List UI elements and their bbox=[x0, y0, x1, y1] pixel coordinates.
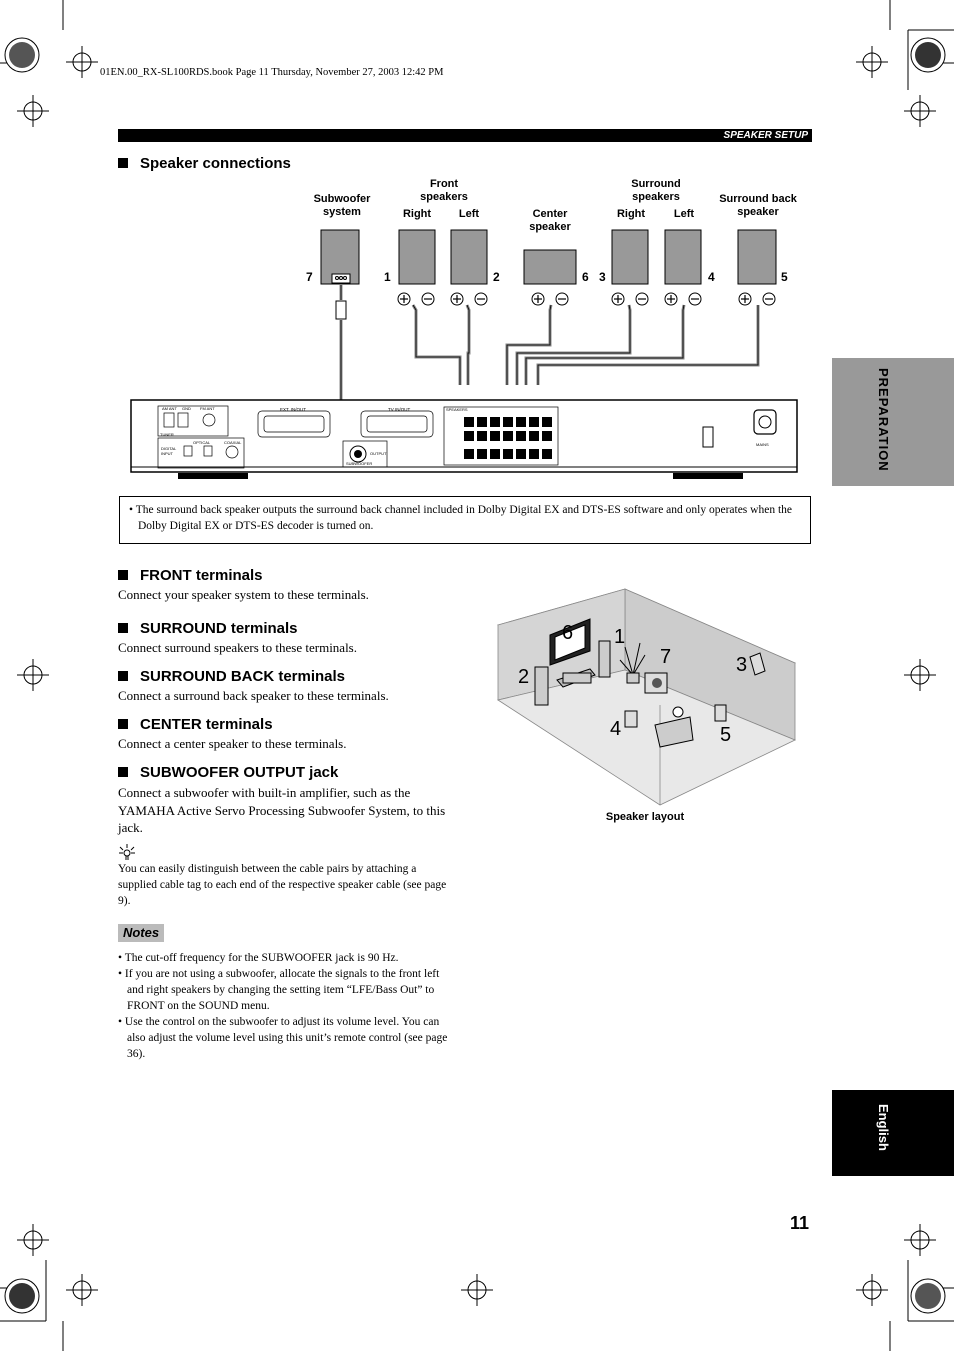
center-terminals-heading: CENTER terminals bbox=[118, 716, 273, 733]
panel-gnd: GND bbox=[182, 406, 191, 411]
label-surround-back: Surround back speaker bbox=[719, 193, 797, 218]
surround-terminals-text: Connect surround speakers to these termi… bbox=[118, 640, 357, 655]
panel-ext-in-out: EXT. IN/OUT bbox=[280, 407, 307, 412]
speaker-layout-illustration bbox=[496, 588, 797, 806]
tip-icon bbox=[119, 844, 135, 860]
speaker-connections-heading: Speaker connections bbox=[118, 155, 291, 172]
front-left-box bbox=[450, 229, 488, 285]
panel-output: OUTPUT bbox=[370, 451, 387, 456]
panel-am-ant: AM ANT bbox=[162, 406, 177, 411]
speaker-layout-caption: Speaker layout bbox=[605, 811, 685, 823]
layout-num-1: 1 bbox=[614, 626, 626, 648]
num-c: 6 bbox=[582, 270, 589, 284]
layout-num-4: 4 bbox=[610, 718, 622, 740]
surround-back-terminals-text: Connect a surround back speaker to these… bbox=[118, 688, 389, 703]
panel-tuner: TUNER bbox=[160, 432, 174, 437]
front-terminals-text: Connect your speaker system to these ter… bbox=[118, 587, 369, 602]
tip-text: You can easily distinguish between the c… bbox=[118, 863, 447, 907]
square-bullet-icon bbox=[118, 570, 128, 580]
panel-fm-ant: FM ANT bbox=[200, 406, 215, 411]
panel-coaxial: COAXIAL bbox=[224, 440, 242, 445]
center-terminals-text: Connect a center speaker to these termin… bbox=[118, 736, 347, 751]
num-sub: 7 bbox=[306, 270, 313, 284]
layout-num-5: 5 bbox=[720, 724, 732, 746]
panel-tv-in-out: TV IN/OUT bbox=[388, 407, 411, 412]
file-info: 01EN.00_RX-SL100RDS.book Page 11 Thursda… bbox=[100, 67, 444, 78]
preparation-tab: PREPARATION bbox=[832, 358, 954, 486]
center-box bbox=[523, 249, 577, 285]
label-front-right: Right bbox=[402, 208, 432, 220]
surround-left-box bbox=[664, 229, 702, 285]
square-bullet-icon bbox=[118, 719, 128, 729]
surround-right-box bbox=[611, 229, 649, 285]
section-title: SPEAKER SETUP bbox=[723, 130, 808, 141]
label-surround-left: Left bbox=[673, 208, 695, 220]
panel-mains: MAINS bbox=[756, 442, 769, 447]
num-fl: 2 bbox=[493, 270, 500, 284]
subwoofer-output-heading: SUBWOOFER OUTPUT jack bbox=[118, 764, 338, 781]
num-sb: 5 bbox=[781, 270, 788, 284]
layout-num-3: 3 bbox=[736, 654, 748, 676]
surround-terminals-heading: SURROUND terminals bbox=[118, 620, 298, 637]
square-bullet-icon bbox=[118, 158, 128, 168]
label-subwoofer: Subwoofer system bbox=[313, 193, 371, 218]
layout-num-6: 6 bbox=[562, 622, 574, 644]
panel-optical: OPTICAL bbox=[193, 440, 211, 445]
surround-back-box bbox=[737, 229, 777, 285]
num-sr: 3 bbox=[599, 270, 606, 284]
front-terminals-heading: FRONT terminals bbox=[118, 567, 263, 584]
square-bullet-icon bbox=[118, 671, 128, 681]
label-surround-right: Right bbox=[616, 208, 646, 220]
list-item: • If you are not using a subwoofer, allo… bbox=[118, 968, 440, 1012]
label-center: Center speaker bbox=[529, 208, 571, 233]
panel-speakers: SPEAKERS bbox=[446, 407, 468, 412]
label-surround: Surround speakers bbox=[631, 178, 681, 203]
layout-num-7: 7 bbox=[660, 646, 672, 668]
page-number: 11 bbox=[790, 1213, 810, 1233]
surround-back-terminals-heading: SURROUND BACK terminals bbox=[118, 668, 345, 685]
list-item: • The cut-off frequency for the SUBWOOFE… bbox=[118, 952, 399, 964]
list-item: • Use the control on the subwoofer to ad… bbox=[118, 1016, 448, 1060]
surround-back-note: • The surround back speaker outputs the … bbox=[119, 496, 811, 544]
notes-list: • The cut-off frequency for the SUBWOOFE… bbox=[118, 950, 458, 1062]
speaker-connection-diagram bbox=[130, 229, 798, 479]
square-bullet-icon bbox=[118, 767, 128, 777]
square-bullet-icon bbox=[118, 623, 128, 633]
english-tab: English bbox=[832, 1090, 954, 1176]
front-right-box bbox=[398, 229, 436, 285]
subwoofer-output-text: Connect a subwoofer with built-in amplif… bbox=[118, 785, 446, 835]
label-front: Front speakers bbox=[420, 178, 468, 203]
layout-num-2: 2 bbox=[518, 666, 530, 688]
num-sl: 4 bbox=[708, 270, 715, 284]
section-header-bar: SPEAKER SETUP bbox=[118, 129, 812, 142]
panel-subwoofer: SUBWOOFER bbox=[346, 461, 373, 466]
num-fr: 1 bbox=[384, 270, 391, 284]
panel-digital-input: DIGITAL INPUT bbox=[161, 446, 177, 456]
notes-label: Notes bbox=[118, 924, 164, 942]
label-front-left: Left bbox=[458, 208, 480, 220]
